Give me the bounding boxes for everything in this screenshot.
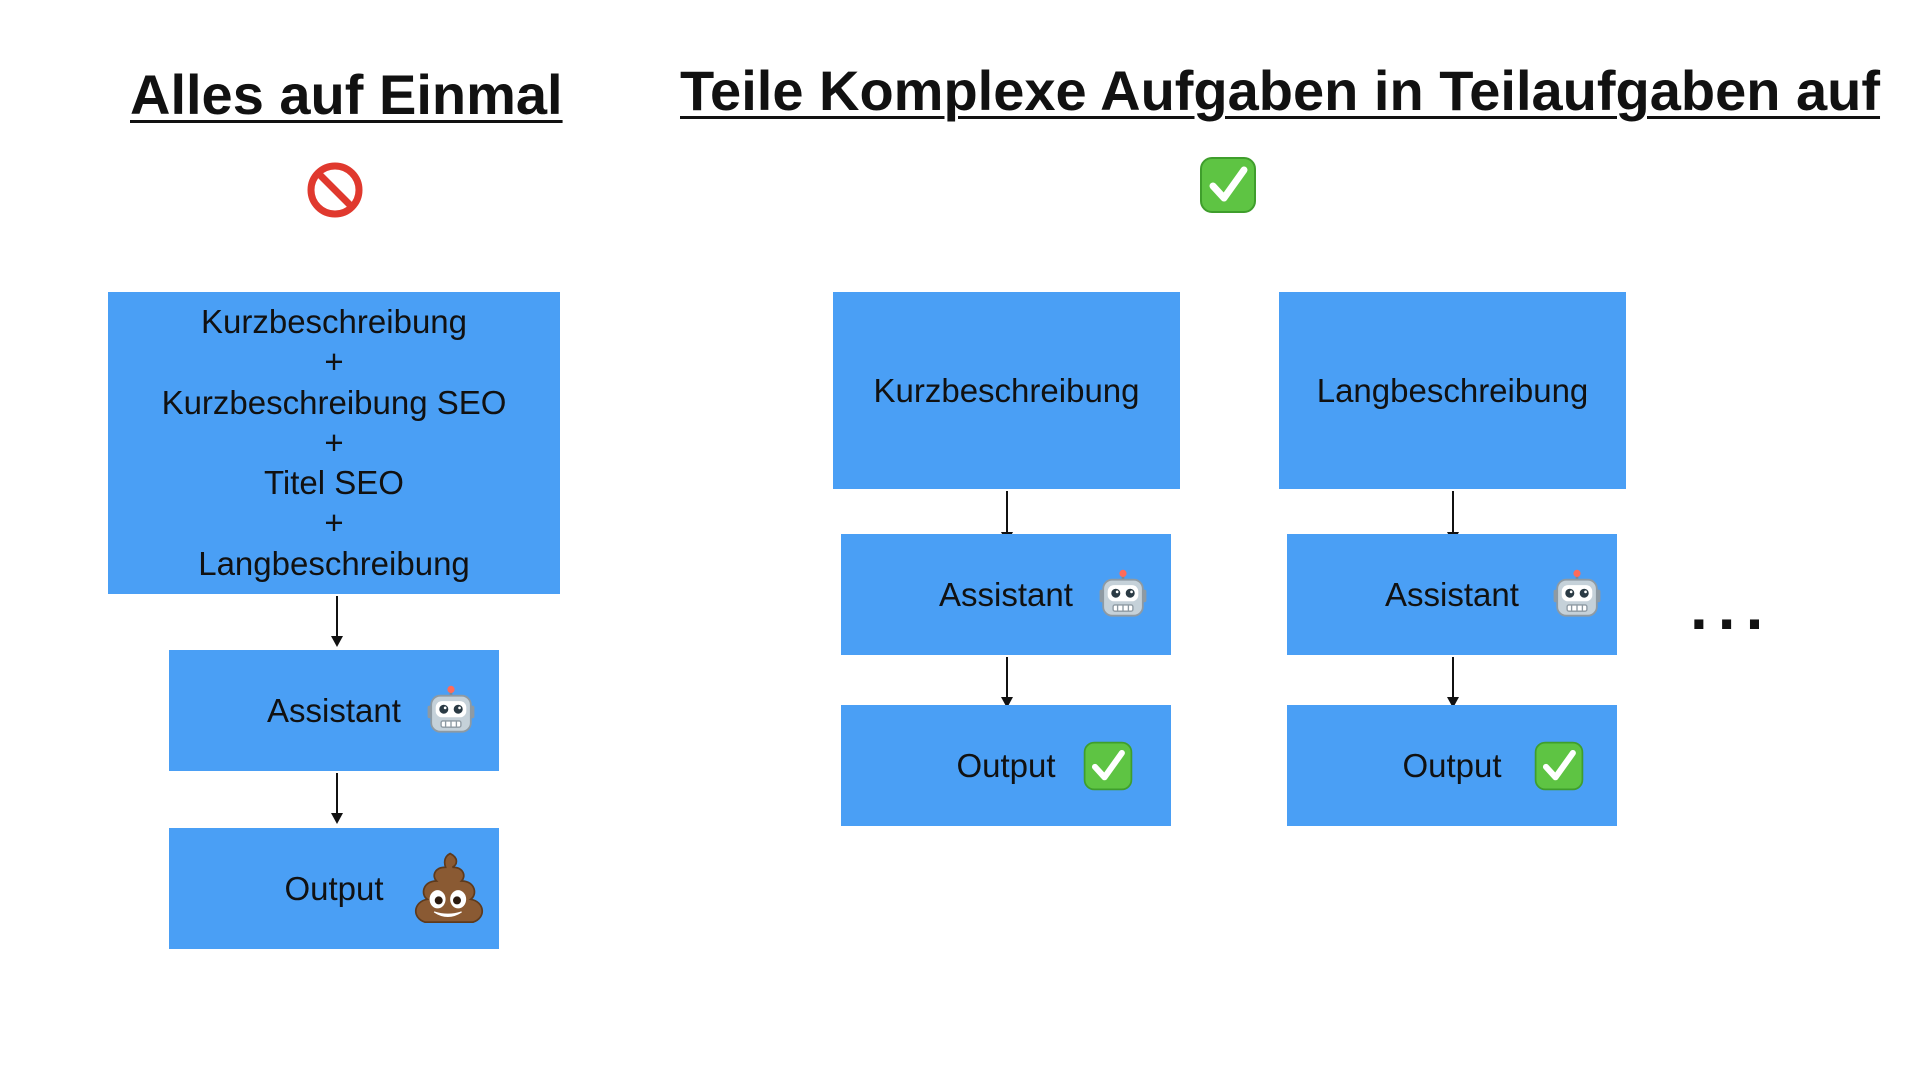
- output-label: Output: [284, 869, 384, 907]
- input-line-kurzbeschreibung-seo: Kurzbeschreibung SEO: [161, 383, 507, 421]
- arrow-head: [1001, 697, 1013, 708]
- ellipsis: ...: [1690, 571, 1774, 643]
- arrow-line: [1452, 491, 1454, 534]
- input-box-kurzbeschreibung: Kurzbeschreibung: [833, 292, 1180, 489]
- poop-icon: [409, 849, 489, 929]
- assistant-box: Assistant: [169, 650, 499, 771]
- arrow-head: [331, 813, 343, 824]
- assistant-box: Assistant: [841, 534, 1171, 655]
- check-mark-icon: [1533, 740, 1585, 792]
- assistant-label: Assistant: [267, 691, 401, 729]
- plus-sign: +: [324, 504, 344, 542]
- input-line-titel-seo: Titel SEO: [264, 464, 404, 502]
- arrow-head: [331, 636, 343, 647]
- output-box: Output: [841, 705, 1171, 826]
- plus-sign: +: [324, 343, 344, 381]
- input-line-langbeschreibung: Langbeschreibung: [198, 544, 470, 582]
- arrow-line: [1452, 657, 1454, 699]
- input-line-kurzbeschreibung: Kurzbeschreibung: [201, 303, 467, 341]
- combined-input-box: Kurzbeschreibung + Kurzbeschreibung SEO …: [108, 292, 560, 594]
- prohibited-icon: [305, 160, 365, 220]
- assistant-label: Assistant: [1385, 575, 1519, 613]
- plus-sign: +: [324, 423, 344, 461]
- input-label: Langbeschreibung: [1316, 371, 1589, 409]
- check-mark-icon: [1198, 155, 1258, 215]
- output-label: Output: [1402, 746, 1502, 784]
- output-label: Output: [956, 746, 1056, 784]
- check-mark-icon: [1082, 740, 1134, 792]
- arrow-line: [1006, 491, 1008, 534]
- robot-icon: [1550, 568, 1604, 622]
- robot-icon: [424, 684, 478, 738]
- robot-icon: [1096, 568, 1150, 622]
- output-box: Output: [1287, 705, 1617, 826]
- input-label: Kurzbeschreibung: [873, 371, 1140, 409]
- arrow-head: [1447, 697, 1459, 708]
- output-box: Output: [169, 828, 499, 949]
- assistant-label: Assistant: [939, 575, 1073, 613]
- arrow-line: [336, 773, 338, 815]
- input-box-langbeschreibung: Langbeschreibung: [1279, 292, 1626, 489]
- arrow-line: [1006, 657, 1008, 699]
- arrow-line: [336, 596, 338, 638]
- right-heading: Teile Komplexe Aufgaben in Teilaufgaben …: [680, 59, 1881, 122]
- left-heading: Alles auf Einmal: [130, 63, 563, 126]
- assistant-box: Assistant: [1287, 534, 1617, 655]
